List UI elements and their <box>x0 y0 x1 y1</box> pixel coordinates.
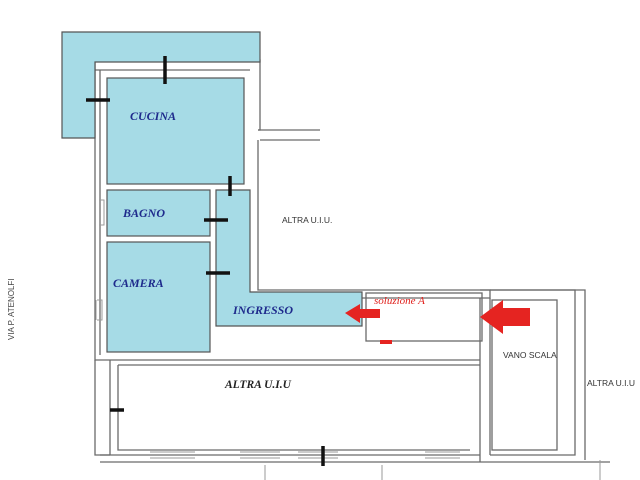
arrows <box>345 300 530 334</box>
building-walls <box>88 59 610 480</box>
balcony-area <box>61 31 261 139</box>
door-marker-red <box>380 340 392 344</box>
label-vano-scala: VANO SCALA <box>503 350 557 360</box>
label-soluzione: soluzione A <box>374 295 425 307</box>
room-bagno <box>106 189 211 237</box>
label-altra-uiu-upper: ALTRA U.I.U. <box>282 215 332 225</box>
label-bagno: BAGNO <box>122 206 165 220</box>
room-camera <box>106 241 211 353</box>
label-street: VIA P. ATENOLFI <box>7 278 16 340</box>
label-altra-uiu-right: ALTRA U.I.U <box>587 378 635 388</box>
doors <box>86 56 392 466</box>
rooms <box>61 31 363 353</box>
room-ingresso <box>215 189 363 327</box>
label-ingresso: INGRESSO <box>232 303 293 317</box>
label-altra-uiu-lower: ALTRA U.I.U <box>224 379 292 391</box>
arrow-left-large <box>480 300 530 334</box>
room-cucina <box>106 77 245 185</box>
label-camera: CAMERA <box>113 276 164 290</box>
arrow-left-small <box>345 304 380 323</box>
label-cucina: CUCINA <box>130 109 176 123</box>
